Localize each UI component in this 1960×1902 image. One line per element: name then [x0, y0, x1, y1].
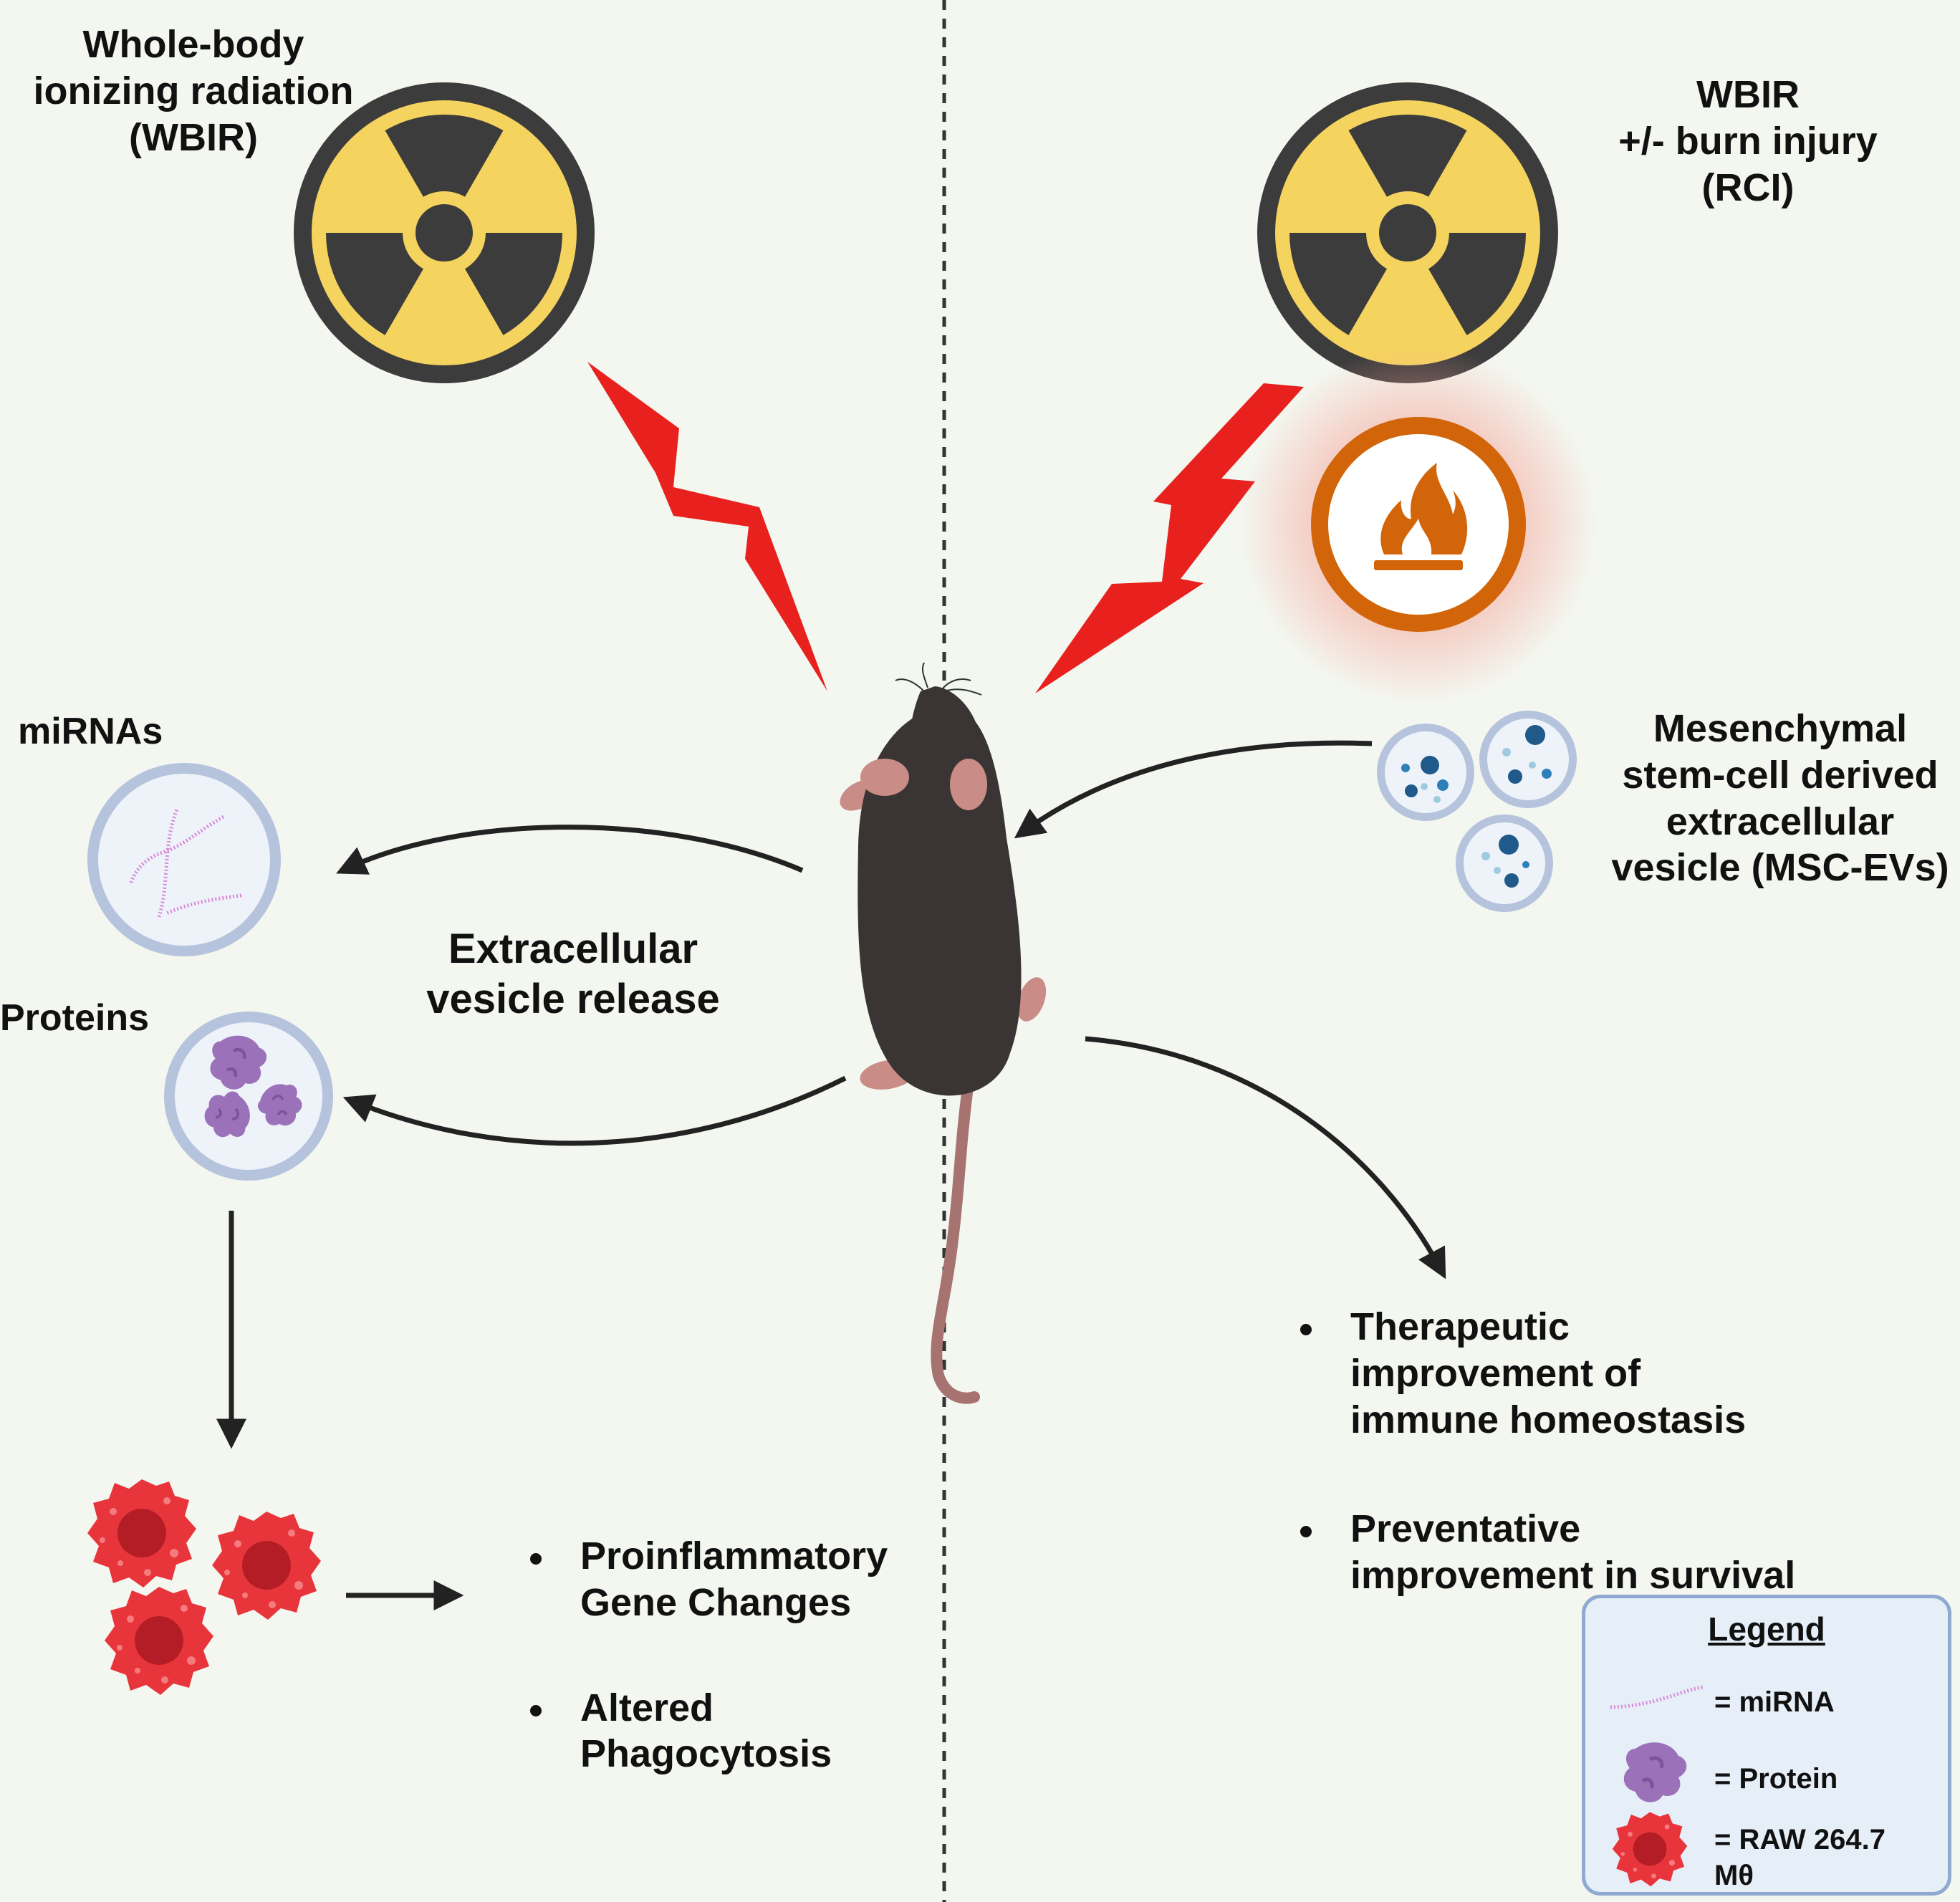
mouse-icon [840, 662, 1047, 1404]
right-title: WBIR +/- burn injury (RCI) [1618, 73, 1878, 209]
msc-ev-label: Mesenchymal stem-cell derived extracellu… [1611, 707, 1949, 890]
arrow-to-therapeutic [1085, 1036, 1446, 1279]
protein-icon [1614, 1738, 1700, 1810]
mouse-tail [931, 1076, 980, 1404]
outcome-preventative: Preventative improvement in survival [1279, 1506, 1795, 1599]
outcome-therapeutic: Therapeutic improvement of immune homeos… [1279, 1304, 1795, 1443]
radiation-hazard-icon-right [1257, 79, 1558, 383]
legend-row-raw: = RAW 264.7 Mθ [1607, 1812, 1933, 1892]
arrow-from-msc [1014, 740, 1373, 839]
mirna-vesicle-icon [87, 763, 281, 956]
proteins-label: Proteins [0, 997, 150, 1039]
legend-mirna-text: = miRNA [1714, 1686, 1835, 1718]
msc-ev-icon [1377, 711, 1577, 912]
right-outcomes-list: Therapeutic improvement of immune homeos… [1279, 1304, 1795, 1599]
left-title: Whole-body ionizing radiation (WBIR) [33, 23, 354, 159]
mirna-icon [1610, 1685, 1704, 1709]
arrow-to-proteins [342, 1075, 847, 1146]
lightning-bolt-icon-left [587, 362, 827, 691]
mouse-body [858, 709, 1022, 1096]
outcome-phagocytosis: Altered Phagocytosis [509, 1685, 888, 1778]
lightning-bolt-icon-right [1035, 383, 1304, 693]
legend-row-protein: = Protein [1607, 1745, 1933, 1810]
arrow-to-mirnas [336, 825, 804, 875]
mouse-ear-left [860, 759, 909, 796]
outcome-proinflammatory: Proinflammatory Gene Changes [509, 1533, 888, 1626]
legend-box: Legend = miRNA = Protein = RAW 264.7 Mθ [1582, 1595, 1951, 1896]
mouse-ear-right [950, 759, 987, 810]
legend-row-mirna: = miRNA [1607, 1677, 1933, 1727]
left-outcomes-list: Proinflammatory Gene Changes Altered Pha… [509, 1533, 888, 1777]
legend-raw-text: = RAW 264.7 Mθ [1714, 1824, 1886, 1891]
macrophage-icon [1612, 1812, 1688, 1887]
fire-hazard-icon [1239, 345, 1598, 703]
macrophage-cell-icon [87, 1479, 321, 1695]
legend-protein-text: = Protein [1714, 1763, 1838, 1795]
legend-title: Legend [1708, 1610, 1825, 1648]
ev-release-label: Extracellular vesicle release [426, 926, 720, 1022]
protein-vesicle-icon [164, 1012, 333, 1181]
mirnas-label: miRNAs [18, 711, 163, 752]
